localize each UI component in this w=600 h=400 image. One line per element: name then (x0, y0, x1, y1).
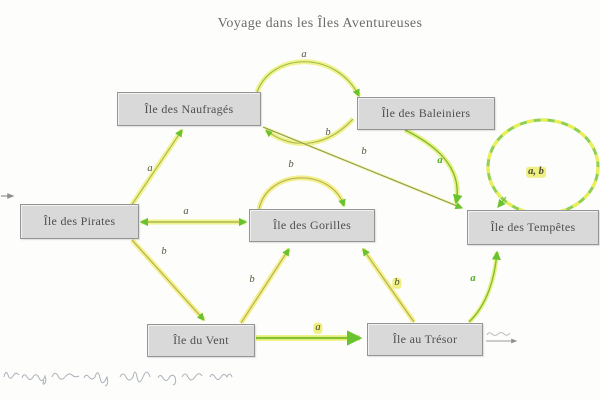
edge-naufrages-baleiniers (256, 61, 360, 98)
node-label: Île des Baleiniers (381, 106, 471, 120)
edge-label-tempetes-loop: a, b (526, 165, 546, 178)
edge-label-pirates-vent: b (161, 245, 167, 257)
edge-label-pirates-gorilles: a (183, 205, 189, 217)
edge-label-tresor-gorilles: b (392, 276, 402, 289)
edge-baleiniers-naufrages (265, 118, 354, 144)
node-ile-des-tempetes: Île des Tempêtes (467, 210, 599, 245)
node-ile-des-baleiniers: Île des Baleiniers (357, 97, 495, 130)
node-label: Île des Tempêtes (490, 220, 576, 234)
node-label: Île des Gorilles (272, 218, 352, 232)
edge-baleiniers-tempetes (404, 129, 463, 205)
edge-label-naufrages-tempetes: b (361, 145, 367, 157)
edge-tresor-tempetes (468, 250, 501, 323)
node-ile-des-pirates: Île des Pirates (20, 204, 139, 239)
edge-tempetes-loop-arrow (497, 196, 507, 208)
edge-tresor-tempetes-highlight (467, 251, 500, 324)
exit-scribble (486, 332, 511, 336)
edge-label-naufrages-baleiniers: a (301, 48, 307, 60)
node-label: Île du Vent (173, 333, 229, 347)
edge-naufrages-tempetes (262, 126, 464, 210)
edge-label-pirates-naufrages: a (147, 162, 153, 174)
edge-label-gorilles-loop: b (288, 158, 294, 170)
edge-label-vent-tresor: a (313, 321, 323, 334)
node-ile-au-tresor: Île au Trésor (367, 323, 483, 356)
node-ile-des-naufrages: Île des Naufragés (117, 92, 261, 126)
node-label: Île des Pirates (43, 214, 116, 228)
node-ile-des-gorilles: Île des Gorilles (249, 209, 375, 242)
edge-pirates-naufrages (130, 129, 183, 207)
edge-gorilles-loop-highlight (256, 175, 347, 210)
handwritten-footnote (3, 371, 233, 387)
edge-label-vent-gorilles: b (249, 273, 255, 285)
edge-pirates-vent (131, 239, 205, 321)
node-label: Île des Naufragés (144, 101, 234, 116)
edge-tresor-gorilles (362, 248, 415, 323)
diagram-title: Voyage dans les Îles Aventureuses (217, 16, 423, 31)
node-ile-du-vent: Île du Vent (147, 324, 255, 357)
node-label: Île au Trésor (392, 332, 458, 346)
edge-naufrages-baleiniers-highlight (254, 59, 362, 98)
edge-label-tresor-tempetes: a (470, 272, 476, 284)
edge-gorilles-loop (258, 177, 346, 210)
edge-label-baleiniers-tempetes: a (437, 154, 443, 166)
edge-label-baleiniers-naufrages: b (325, 126, 331, 138)
edge-vent-gorilles (240, 248, 290, 324)
